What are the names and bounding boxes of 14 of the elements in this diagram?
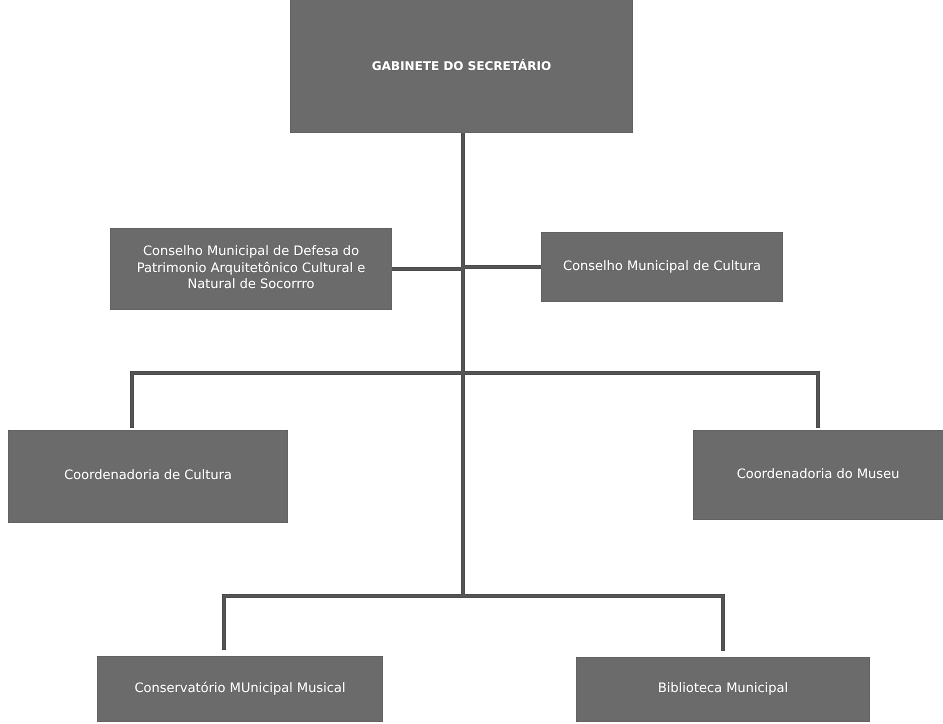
box-label: Conservatório MUnicipal Musical xyxy=(134,680,346,698)
org-box xyxy=(576,657,870,722)
org-box xyxy=(110,228,392,310)
box-label: GABINETE DO SECRETÁRIO xyxy=(372,58,552,74)
box-label: Biblioteca Municipal xyxy=(658,681,788,698)
box-label: Coordenadoria de Cultura xyxy=(64,468,232,485)
org-box xyxy=(8,430,288,523)
box-label: Conselho Municipal de Cultura xyxy=(563,258,761,276)
box-label: Coordenadoria do Museu xyxy=(736,466,900,484)
box-label: Conselho Municipal de Defesa do Patrimonio Arquitetônico Cultural e Natural de Socorrro xyxy=(136,244,366,294)
org-box xyxy=(541,232,783,302)
org-box xyxy=(693,430,943,520)
org-box xyxy=(97,656,383,722)
org-box xyxy=(290,0,633,133)
